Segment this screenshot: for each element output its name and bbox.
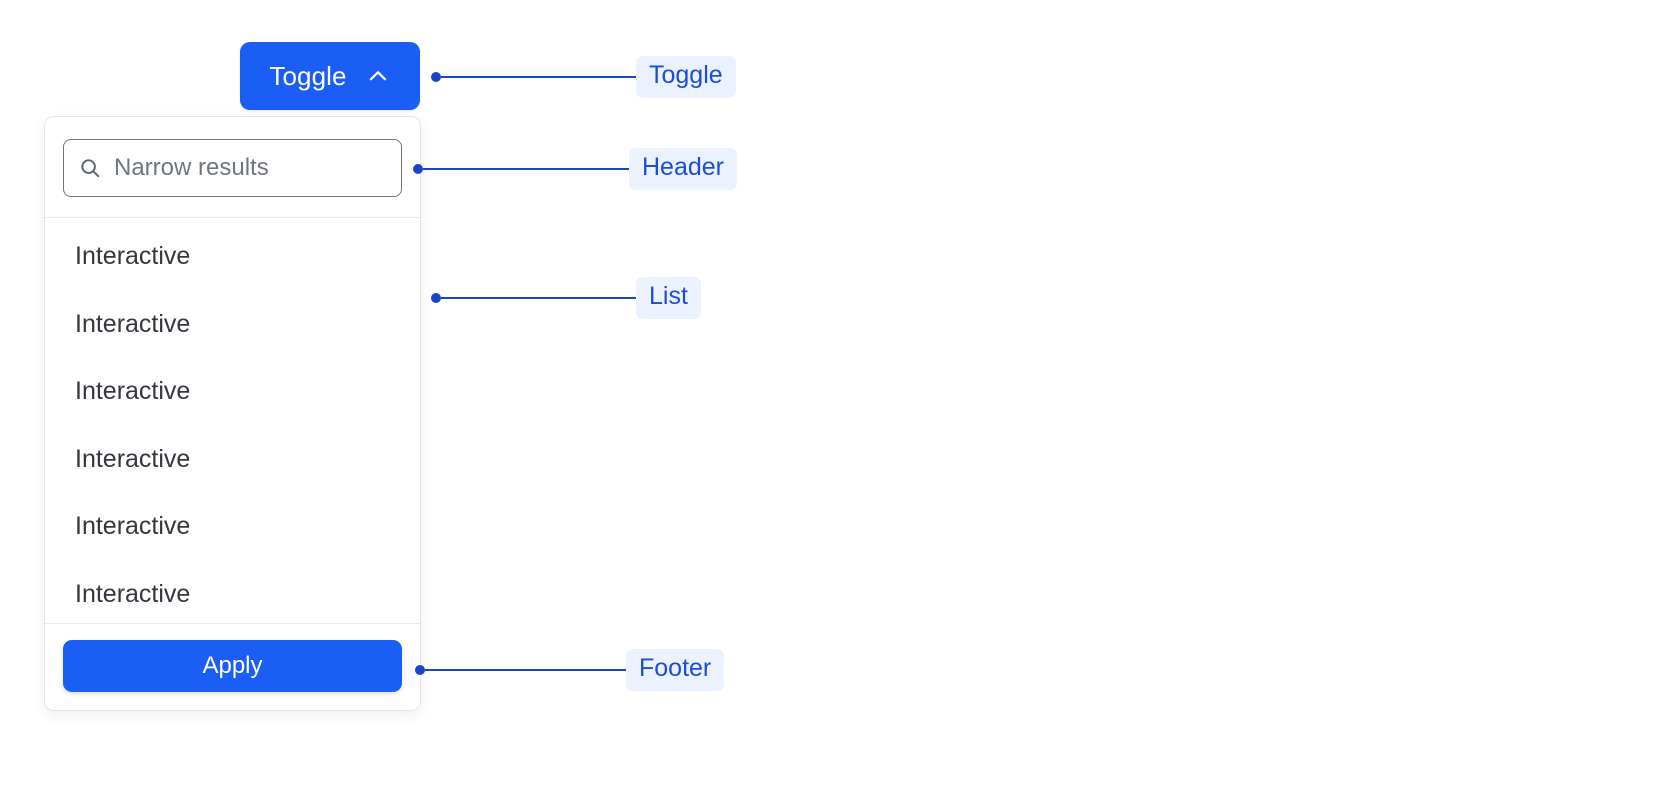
callout-leader-line [441,297,637,299]
list-item-label: Interactive [75,579,191,608]
chevron-up-icon [365,63,391,89]
dropdown-footer: Apply [45,623,420,710]
callout-leader-line [425,669,627,671]
apply-button[interactable]: Apply [63,640,402,692]
list-item[interactable]: Interactive [45,426,420,494]
dropdown-list: Interactive Interactive Interactive Inte… [45,218,420,623]
list-item-label: Interactive [75,512,191,541]
callout-label: Footer [626,649,725,691]
search-input[interactable] [114,153,387,183]
callout-label: Header [629,148,737,190]
annotation-callout-footer: Footer [415,649,725,691]
list-item-label: Interactive [75,242,191,271]
callout-dot-icon [431,72,441,82]
list-item-label: Interactive [75,309,191,338]
list-item[interactable]: Interactive [45,493,420,561]
annotation-callout-toggle: Toggle [431,56,736,98]
annotation-callout-header: Header [413,148,737,190]
search-field-wrapper[interactable] [63,139,402,197]
toggle-button-label: Toggle [269,61,347,91]
list-item[interactable]: Interactive [45,358,420,426]
search-icon [78,156,102,180]
dropdown-panel: Interactive Interactive Interactive Inte… [44,116,421,711]
list-item[interactable]: Interactive [45,223,420,291]
callout-label: Toggle [636,56,736,98]
callout-label: List [636,277,701,319]
list-item-label: Interactive [75,377,191,406]
list-item[interactable]: Interactive [45,561,420,624]
callout-dot-icon [415,665,425,675]
annotation-callout-list: List [431,277,701,319]
list-item-label: Interactive [75,444,191,473]
callout-dot-icon [431,293,441,303]
list-item[interactable]: Interactive [45,291,420,359]
dropdown-header [45,117,420,218]
callout-leader-line [441,76,637,78]
callout-dot-icon [413,164,423,174]
toggle-button[interactable]: Toggle [240,42,420,110]
callout-leader-line [423,168,630,170]
